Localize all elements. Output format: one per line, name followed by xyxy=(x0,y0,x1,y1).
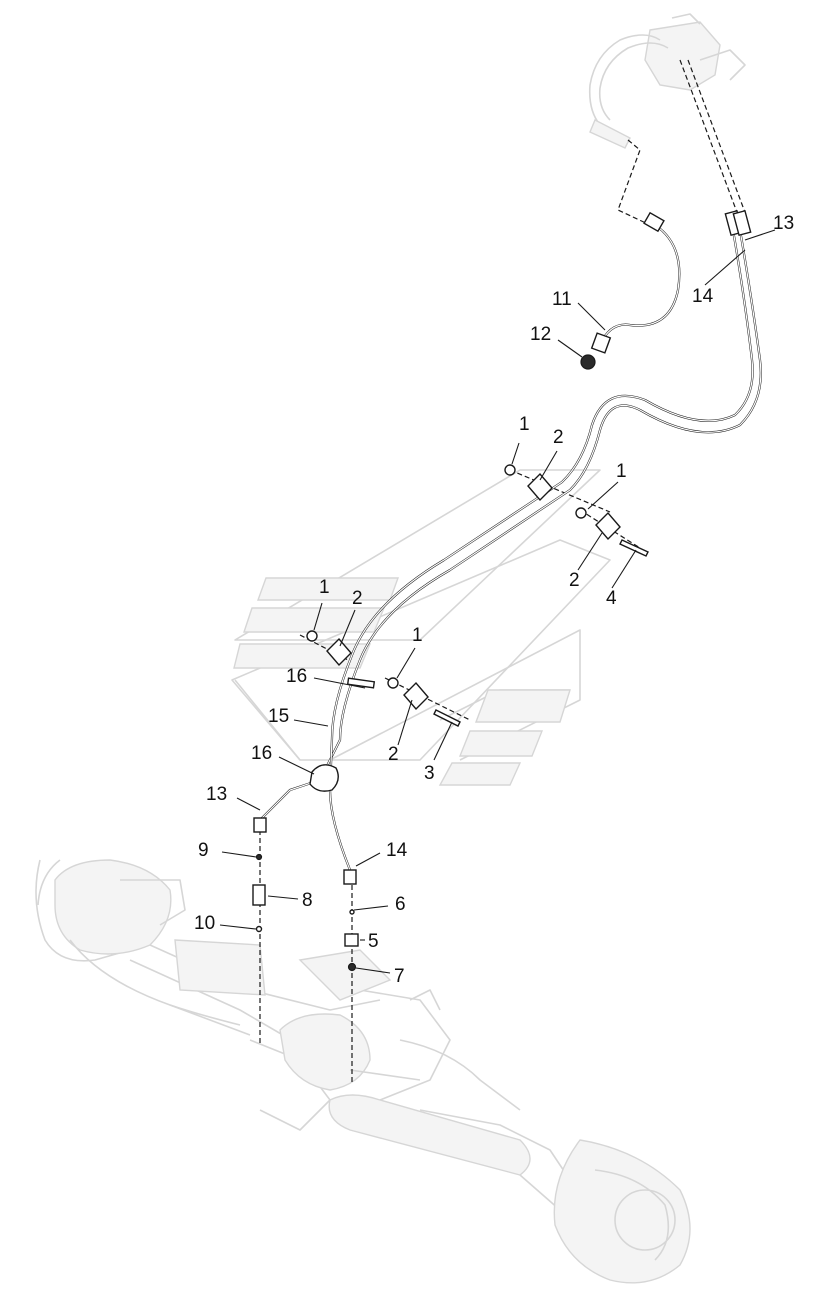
callout-7: 7 xyxy=(394,966,405,987)
callout-3: 3 xyxy=(424,763,435,784)
hose-11 xyxy=(598,223,681,347)
callout-2-b: 2 xyxy=(569,570,580,591)
callout-11: 11 xyxy=(552,289,572,310)
hose-13 xyxy=(260,228,762,820)
callout-16-a: 16 xyxy=(286,666,307,687)
callout-9: 9 xyxy=(198,840,209,861)
callout-1-a: 1 xyxy=(519,414,530,435)
callout-2-a: 2 xyxy=(553,427,564,448)
callout-2-d: 2 xyxy=(388,744,399,765)
callout-12: 12 xyxy=(530,324,551,345)
callout-16-b: 16 xyxy=(251,743,272,764)
front-axle-ghost xyxy=(35,859,691,1284)
callout-13-bottom: 13 xyxy=(206,784,227,805)
callout-labels: 13 14 11 12 1 2 1 2 4 1 2 1 16 15 2 3 16… xyxy=(194,213,794,987)
callout-6: 6 xyxy=(395,894,406,915)
callout-1-b: 1 xyxy=(616,461,627,482)
parts xyxy=(252,209,752,972)
callout-15: 15 xyxy=(268,706,289,727)
callout-1-c: 1 xyxy=(319,577,330,598)
callout-14-bottom: 14 xyxy=(386,840,408,861)
callout-1-d: 1 xyxy=(412,625,423,646)
connection-lines xyxy=(259,59,747,1085)
leader-lines xyxy=(219,229,776,974)
callout-13-top: 13 xyxy=(773,213,794,234)
callout-14-top: 14 xyxy=(692,286,714,307)
callout-10: 10 xyxy=(194,913,215,934)
callout-8: 8 xyxy=(302,890,313,911)
steering-valve-ghost xyxy=(588,13,746,149)
callout-2-c: 2 xyxy=(352,588,363,609)
callout-4: 4 xyxy=(606,588,617,609)
hose-14 xyxy=(328,228,754,872)
callout-5: 5 xyxy=(368,931,379,952)
